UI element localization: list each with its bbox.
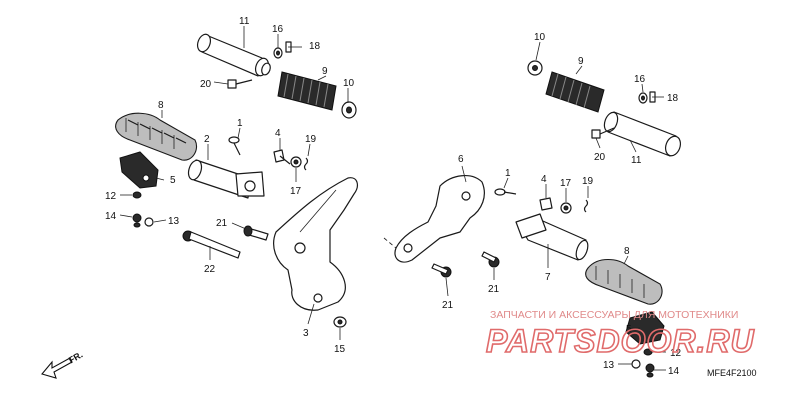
spring-19-right[interactable] xyxy=(583,199,589,213)
washer-17-right[interactable] xyxy=(560,202,572,214)
callout-13-right: 13 xyxy=(603,360,615,371)
callout-4-right: 4 xyxy=(541,174,547,185)
callout-7: 7 xyxy=(545,272,551,283)
washer-13-right[interactable] xyxy=(631,359,641,369)
footpeg-holder-5-left[interactable] xyxy=(119,151,159,189)
callout-12-right: 12 xyxy=(670,348,682,359)
footpeg-2-left[interactable] xyxy=(186,159,265,199)
callout-12: 12 xyxy=(105,191,117,202)
washer-10-left[interactable] xyxy=(341,101,357,119)
front-direction-indicator: FR. xyxy=(41,349,85,379)
pivot-pin-11-left[interactable] xyxy=(195,32,272,77)
watermark-brand: PARTSDOOR.RU xyxy=(486,323,755,359)
spring-19-left[interactable] xyxy=(303,157,309,171)
footpeg-holder-5-right[interactable] xyxy=(625,311,665,345)
bolt-21-right-lower[interactable] xyxy=(431,263,452,278)
callout-19-right: 19 xyxy=(582,176,594,187)
washer-16-left[interactable] xyxy=(273,47,283,59)
callout-6: 6 xyxy=(458,154,464,165)
pin-1-left[interactable] xyxy=(228,136,241,156)
callout-17-right: 17 xyxy=(560,178,572,189)
bolt-14-right[interactable] xyxy=(645,363,655,378)
nut-12-left[interactable] xyxy=(132,191,142,199)
bolt-21-right-upper[interactable] xyxy=(481,251,500,268)
washer-16-right[interactable] xyxy=(638,92,648,104)
washer-13-left[interactable] xyxy=(144,217,154,227)
callout-1: 1 xyxy=(237,118,243,129)
callout-14: 14 xyxy=(105,211,117,222)
front-label: FR. xyxy=(67,349,85,365)
nut-15[interactable] xyxy=(333,316,347,328)
bolt-21-left[interactable] xyxy=(243,225,269,241)
watermark-caption: ЗАПЧАСТИ И АКСЕССУАРЫ ДЛЯ МОТОТЕХНИКИ xyxy=(490,309,738,321)
callout-16: 16 xyxy=(272,24,284,35)
callout-9: 9 xyxy=(322,66,328,77)
callout-11-right: 11 xyxy=(631,155,642,166)
cotter-pin-18-left[interactable] xyxy=(285,41,302,53)
pivot-pin-11-right[interactable] xyxy=(602,111,683,158)
callout-10: 10 xyxy=(343,78,355,89)
callout-8: 8 xyxy=(158,100,164,111)
callout-5-right: 5 xyxy=(626,324,632,335)
callout-labels: 11 16 18 9 10 20 8 1 2 4 19 5 17 12 14 1… xyxy=(105,16,682,377)
callout-21-right-upper: 21 xyxy=(488,284,500,295)
callout-8-right: 8 xyxy=(624,246,630,257)
watermark: ЗАПЧАСТИ И АКСЕССУАРЫ ДЛЯ МОТОТЕХНИКИ PA… xyxy=(485,309,755,360)
callout-1-right: 1 xyxy=(505,168,511,179)
callout-17: 17 xyxy=(290,186,302,197)
callout-21-right-lower: 21 xyxy=(442,300,454,311)
washer-17-left[interactable] xyxy=(290,156,302,168)
callout-22: 22 xyxy=(204,264,216,275)
diagram-code: MFE4F2100 xyxy=(707,368,757,378)
callout-20-right: 20 xyxy=(594,152,606,163)
callout-2: 2 xyxy=(204,134,210,145)
bolt-14-left[interactable] xyxy=(132,213,142,228)
footpeg-rubber-8-right[interactable] xyxy=(585,258,663,305)
callout-10-right: 10 xyxy=(534,32,546,43)
callout-14-right: 14 xyxy=(668,366,680,377)
bolt-20-left[interactable] xyxy=(227,79,253,89)
callout-13: 13 xyxy=(168,216,180,227)
callout-11: 11 xyxy=(239,16,250,27)
washer-10-right[interactable] xyxy=(527,60,543,76)
callout-4: 4 xyxy=(275,128,281,139)
callout-19: 19 xyxy=(305,134,317,145)
bolt-4-left[interactable] xyxy=(273,149,291,165)
bracket-3[interactable] xyxy=(273,177,358,311)
callout-5: 5 xyxy=(170,175,176,186)
bolt-4-right[interactable] xyxy=(539,197,553,211)
callout-18-right: 18 xyxy=(667,93,679,104)
callout-18: 18 xyxy=(309,41,321,52)
footpeg-7-right[interactable] xyxy=(515,213,590,261)
cotter-pin-18-right[interactable] xyxy=(649,91,664,103)
bracket-6[interactable] xyxy=(383,175,485,263)
callout-15: 15 xyxy=(334,344,346,355)
rubber-boot-9-left[interactable] xyxy=(277,71,337,111)
callout-20: 20 xyxy=(200,79,212,90)
callout-3: 3 xyxy=(303,328,309,339)
footpeg-rubber-8-left[interactable] xyxy=(115,112,198,161)
leader-lines xyxy=(119,26,666,371)
rubber-boot-9-right[interactable] xyxy=(545,71,605,113)
pin-1-right[interactable] xyxy=(494,188,517,196)
callout-21: 21 xyxy=(216,218,228,229)
callout-9-right: 9 xyxy=(578,56,584,67)
bolt-22[interactable] xyxy=(182,230,241,259)
callout-16-right: 16 xyxy=(634,74,646,85)
